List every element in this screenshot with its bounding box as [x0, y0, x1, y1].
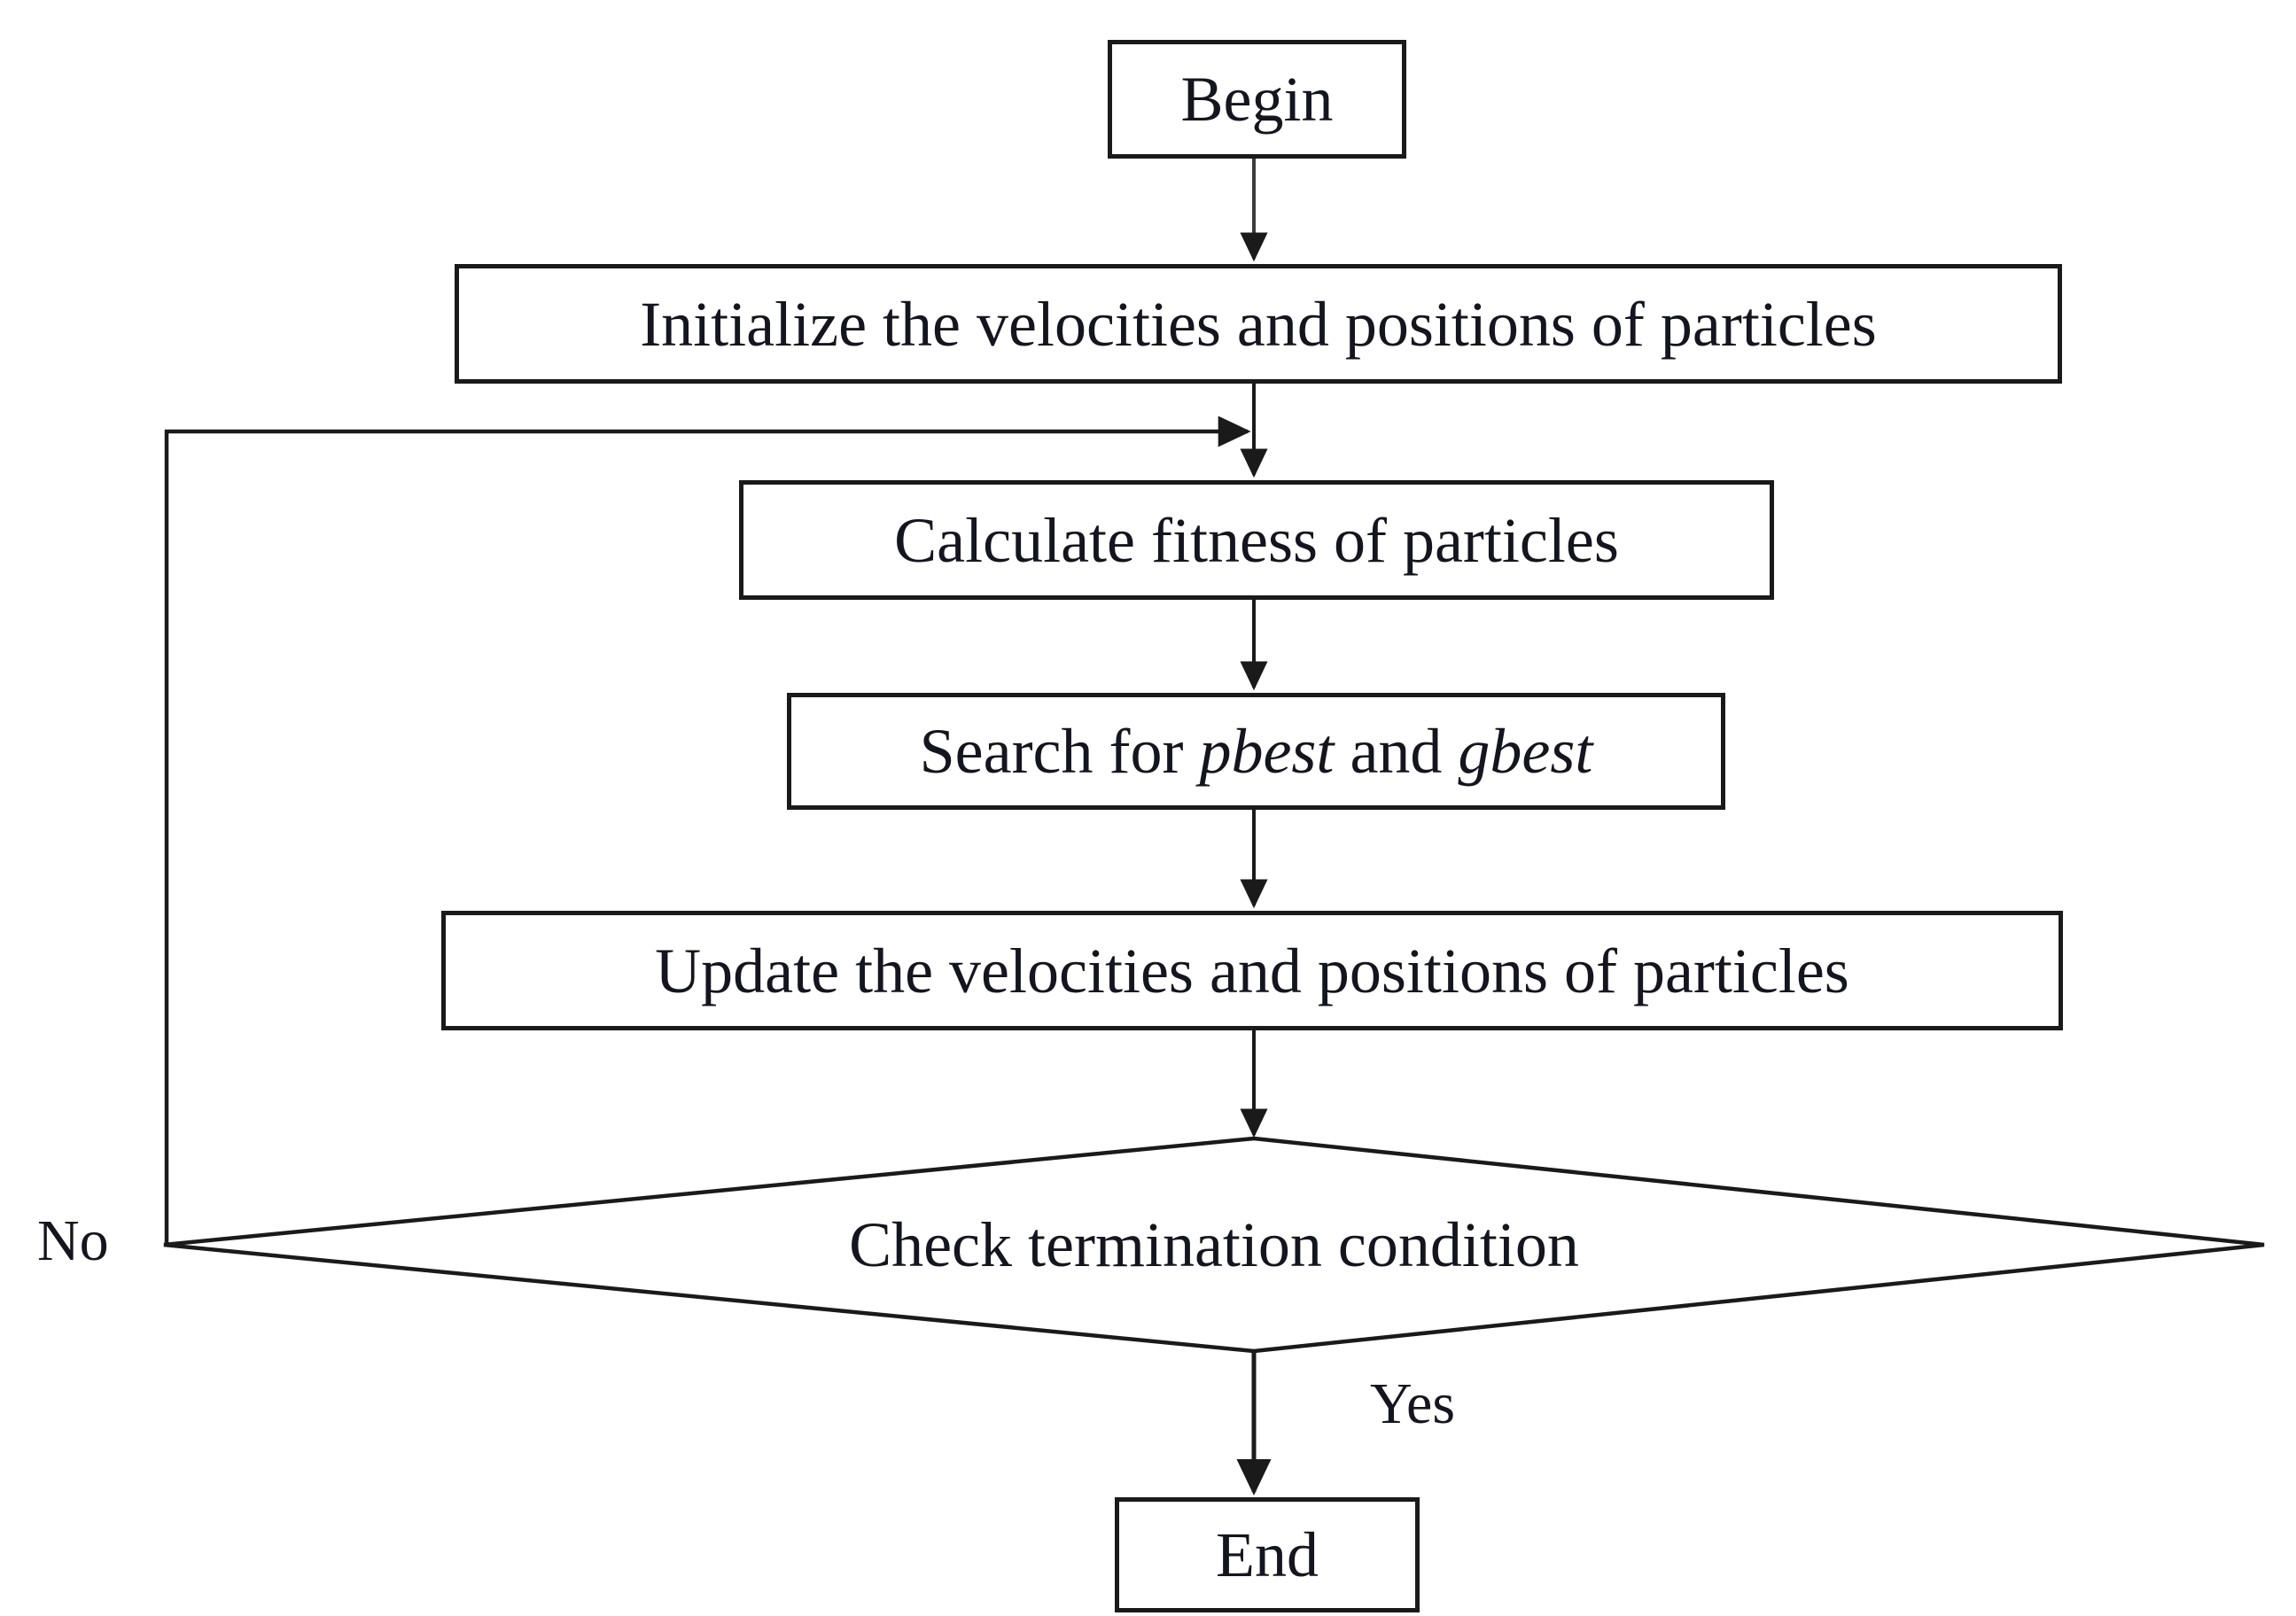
node-update-velocities-label: Update the velocities and positions of p… [655, 935, 1849, 1006]
node-search-pbest-gbest-label: Search for pbest and gbest [919, 716, 1593, 787]
node-calculate-fitness-label: Calculate fitness of particles [894, 504, 1619, 576]
node-initialize-label: Initialize the velocities and positions … [640, 288, 1877, 360]
node-end-label: End [1216, 1519, 1319, 1590]
edge-label-yes: Yes [1370, 1371, 1456, 1436]
node-calculate-fitness[interactable]: Calculate fitness of particles [739, 480, 1774, 600]
node-update-velocities[interactable]: Update the velocities and positions of p… [441, 911, 2063, 1030]
node-begin-label: Begin [1180, 64, 1334, 135]
edge-decision-no-feedback [164, 416, 1251, 1247]
edge-label-no: No [37, 1208, 109, 1273]
decision-diamond-outline [163, 1136, 2265, 1354]
node-initialize[interactable]: Initialize the velocities and positions … [455, 264, 2062, 384]
node-end[interactable]: End [1115, 1497, 1420, 1612]
node-search-pbest-gbest[interactable]: Search for pbest and gbest [787, 693, 1725, 810]
node-begin[interactable]: Begin [1108, 40, 1406, 159]
